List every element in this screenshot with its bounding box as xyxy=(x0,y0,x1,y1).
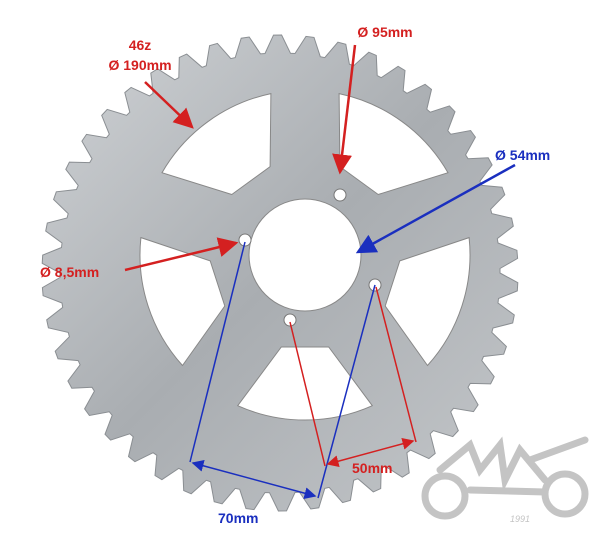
teeth-arrow xyxy=(144,81,194,129)
cutout xyxy=(384,236,471,367)
dimension-70 xyxy=(191,459,317,500)
center-hole-arrow xyxy=(355,163,516,254)
center-hole-label: Ø 54mm xyxy=(495,147,551,163)
dimension-lines xyxy=(189,241,417,500)
cutout xyxy=(139,236,226,367)
bolt-circle-arrow xyxy=(332,44,357,175)
annotation-lines xyxy=(124,44,516,272)
dimension-50 xyxy=(326,437,415,468)
center-hole xyxy=(248,198,362,312)
spacing-50-label: 50mm xyxy=(352,460,393,476)
bolt-hole-label: Ø 8,5mm xyxy=(40,264,100,280)
bolt-hole xyxy=(283,313,297,327)
bolt-hole xyxy=(333,188,347,202)
outer-diameter-label: Ø 190mm xyxy=(108,57,172,73)
bolt-circle-label: Ø 95mm xyxy=(357,24,413,40)
bolt-hole xyxy=(238,233,252,247)
teeth-label: 46z xyxy=(128,37,152,53)
logo-year: 1991 xyxy=(510,514,530,524)
logo-graphic xyxy=(421,436,589,520)
cutout xyxy=(161,92,272,196)
spacing-70-label: 70mm xyxy=(218,510,259,526)
bolt-hole-arrow xyxy=(124,237,239,272)
